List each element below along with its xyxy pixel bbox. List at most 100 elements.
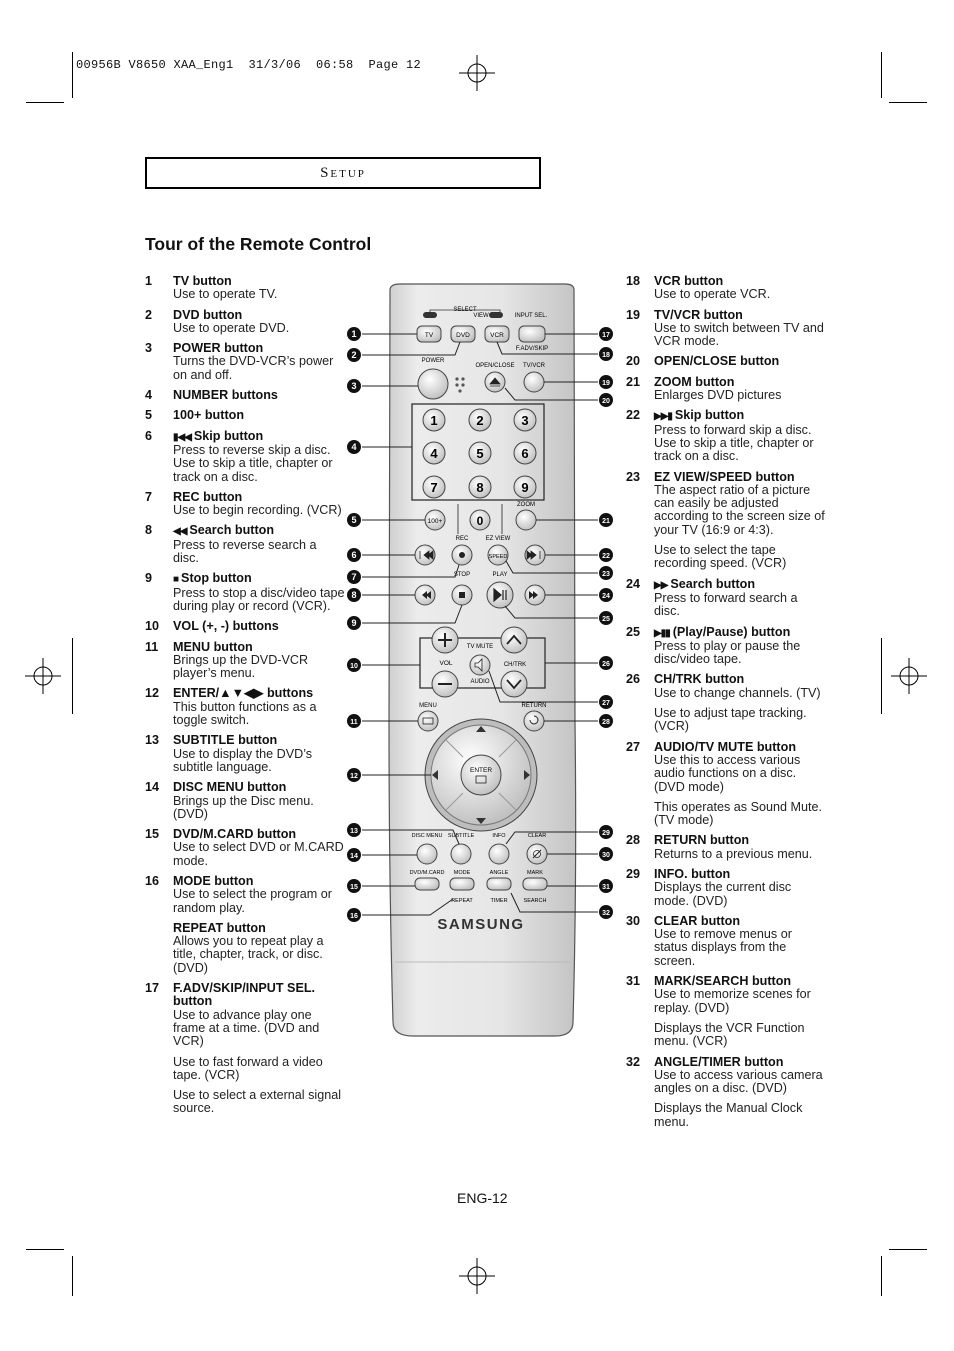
- svg-text:0: 0: [477, 514, 484, 528]
- ch-up-button[interactable]: [500, 626, 528, 654]
- number-3-button[interactable]: [513, 408, 537, 432]
- entry-name: ■Stop button: [173, 572, 345, 586]
- fadv-skip-button[interactable]: [518, 325, 546, 343]
- power-button[interactable]: [417, 368, 449, 400]
- svg-text:DISC MENU: DISC MENU: [412, 833, 443, 839]
- svg-text:VIEW: VIEW: [473, 313, 489, 319]
- number-5-button[interactable]: [468, 441, 492, 465]
- callout-number: 5: [351, 515, 356, 525]
- entry-name-text: F.ADV/SKIP/INPUT SEL. button: [173, 981, 316, 1009]
- number-0-button[interactable]: [469, 509, 491, 531]
- entry-name-text: REC button: [173, 489, 243, 504]
- svg-text:RETURN: RETURN: [522, 703, 547, 709]
- button-symbol-icon: ◀◀: [173, 526, 187, 538]
- callout-badge: [599, 588, 613, 602]
- entry-name: DVD button: [173, 308, 345, 322]
- callout-number: 18: [602, 352, 610, 359]
- callout-number: 31: [602, 884, 610, 891]
- entry-name: TV/VCR button: [654, 308, 826, 322]
- entry-description: This button functions as a toggle switch…: [173, 699, 317, 728]
- callout-number: 21: [602, 518, 610, 525]
- angle-button[interactable]: [486, 877, 512, 891]
- number-1-button[interactable]: [422, 408, 446, 432]
- callout-badge: [599, 847, 613, 861]
- entry-name-text: MARK/SEARCH button: [654, 974, 792, 989]
- entry-description: Use to switch between TV and VCR mode.: [654, 320, 824, 349]
- number-4-button[interactable]: [422, 441, 446, 465]
- callout-number: 11: [350, 719, 358, 726]
- svg-text:MENU: MENU: [419, 703, 437, 709]
- svg-text:DVD: DVD: [456, 332, 470, 339]
- entry-name-text: 100+ button: [173, 408, 245, 423]
- entry-name: DISC MENU button: [173, 781, 345, 794]
- entry-name-text: AUDIO/TV MUTE button: [654, 739, 797, 754]
- entry-name: REC button: [173, 489, 345, 504]
- callout-badge: [599, 375, 613, 389]
- subtitle-button[interactable]: [450, 843, 472, 865]
- entry-number: 25: [626, 624, 641, 639]
- entry-number: 15: [145, 827, 160, 842]
- callout-badge: [347, 440, 361, 454]
- crop-mark: [881, 638, 882, 714]
- entry-name-text: VOL (+, -) buttons: [173, 619, 279, 634]
- callout-number: 25: [602, 616, 610, 623]
- number-8-button[interactable]: [468, 475, 492, 499]
- callout-number: 26: [602, 661, 610, 668]
- number-7-button[interactable]: [422, 475, 446, 499]
- entry-description: Press to play or pause the disc/video ta…: [654, 638, 801, 667]
- mark-button[interactable]: [522, 877, 548, 891]
- entry-description: This operates as Sound Mute. (TV mode): [654, 799, 823, 828]
- entry-description: Use to select a external signal source.: [173, 1088, 342, 1116]
- entry-description: Press to reverse skip a disc. Use to ski…: [173, 442, 333, 484]
- entry-number: 32: [626, 1054, 641, 1069]
- callout-number: 2: [351, 350, 356, 360]
- ch-down-button[interactable]: [500, 670, 528, 698]
- registration-mark: [891, 658, 927, 694]
- enter-button[interactable]: [460, 754, 502, 796]
- entry-name: MARK/SEARCH button: [654, 974, 826, 989]
- dvd-button[interactable]: [450, 325, 476, 343]
- dvd-mcard-button[interactable]: [414, 877, 440, 891]
- entry-name: ▶▶Search button: [654, 577, 826, 592]
- svg-text:DVD/M.CARD: DVD/M.CARD: [410, 870, 445, 876]
- callout-badge: [347, 848, 361, 862]
- number-2-button[interactable]: [468, 408, 492, 432]
- disc-menu-button[interactable]: [416, 843, 438, 865]
- svg-text:ZOOM: ZOOM: [517, 502, 535, 508]
- entry-description: Press to stop a disc/video tape during p…: [173, 585, 345, 613]
- entry-number: 19: [626, 307, 641, 322]
- entry-number: 4: [145, 388, 153, 403]
- number-6-button[interactable]: [513, 441, 537, 465]
- entry-number: 29: [626, 866, 641, 881]
- number-9-button[interactable]: [513, 475, 537, 499]
- entry-name: VCR button: [654, 274, 826, 288]
- speed-button[interactable]: [487, 544, 509, 566]
- menu-button[interactable]: [417, 710, 439, 732]
- svg-text:REC: REC: [456, 536, 469, 542]
- select-led-right: [489, 312, 503, 318]
- info-button[interactable]: [488, 843, 510, 865]
- entry-name: ▶▶▮Skip button: [654, 409, 826, 423]
- entry-description: Displays the Manual Clock menu.: [654, 1101, 803, 1129]
- callout-number: 8: [351, 590, 356, 600]
- return-button[interactable]: [523, 710, 545, 732]
- entry-name: INFO. button: [654, 867, 826, 881]
- zoom-button[interactable]: [515, 509, 537, 531]
- crop-mark: [72, 638, 73, 714]
- tv-vcr-button[interactable]: [523, 371, 545, 393]
- mode-button[interactable]: [449, 877, 475, 891]
- audio-mute-button[interactable]: [469, 654, 491, 676]
- page-number: ENG-12: [457, 1190, 508, 1206]
